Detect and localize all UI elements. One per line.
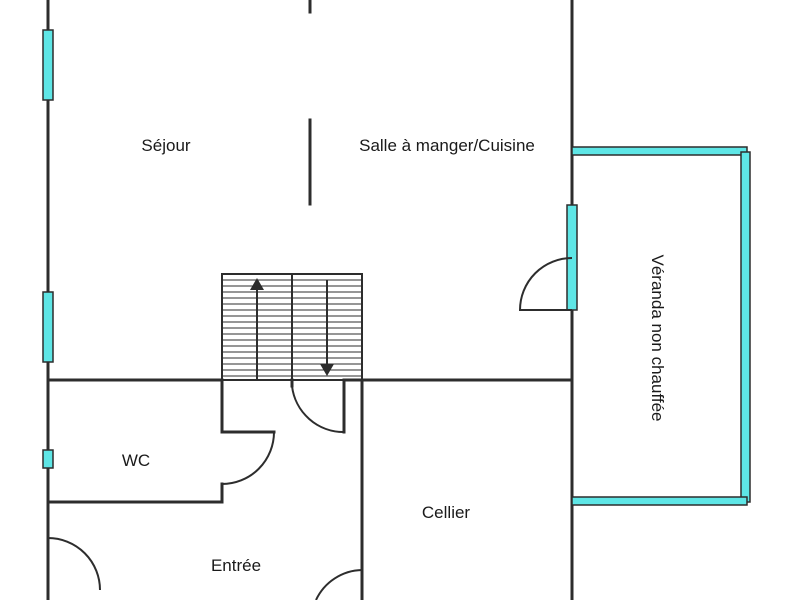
door-swing-cellier [315,569,363,600]
door-swing-veranda [518,257,573,311]
stair-arrow-down-head [320,364,334,376]
walls [46,0,574,600]
label-entree: Entrée [211,556,261,575]
door-swing-entree [47,537,101,591]
label-cellier: Cellier [422,503,471,522]
window-left-middle [42,291,54,363]
label-salle-manger-cuisine: Salle à manger/Cuisine [359,136,535,155]
doors [47,257,573,600]
label-sejour: Séjour [141,136,190,155]
veranda-window-right [740,151,751,503]
stair-arrow-up-head [250,278,264,290]
room-labels: Séjour Salle à manger/Cuisine Véranda no… [122,136,667,575]
window-left-wc [42,449,54,469]
staircase [221,273,363,381]
veranda-window-bottom [571,496,748,506]
staircase-steps [222,279,362,377]
windows [42,29,578,469]
door-swing-stair [291,385,345,434]
veranda-window-top [571,146,748,156]
label-veranda: Véranda non chauffée [648,255,667,422]
label-wc: WC [122,451,150,470]
door-swing-wc [221,431,275,485]
veranda-frame [571,146,751,506]
window-left-top [42,29,54,101]
